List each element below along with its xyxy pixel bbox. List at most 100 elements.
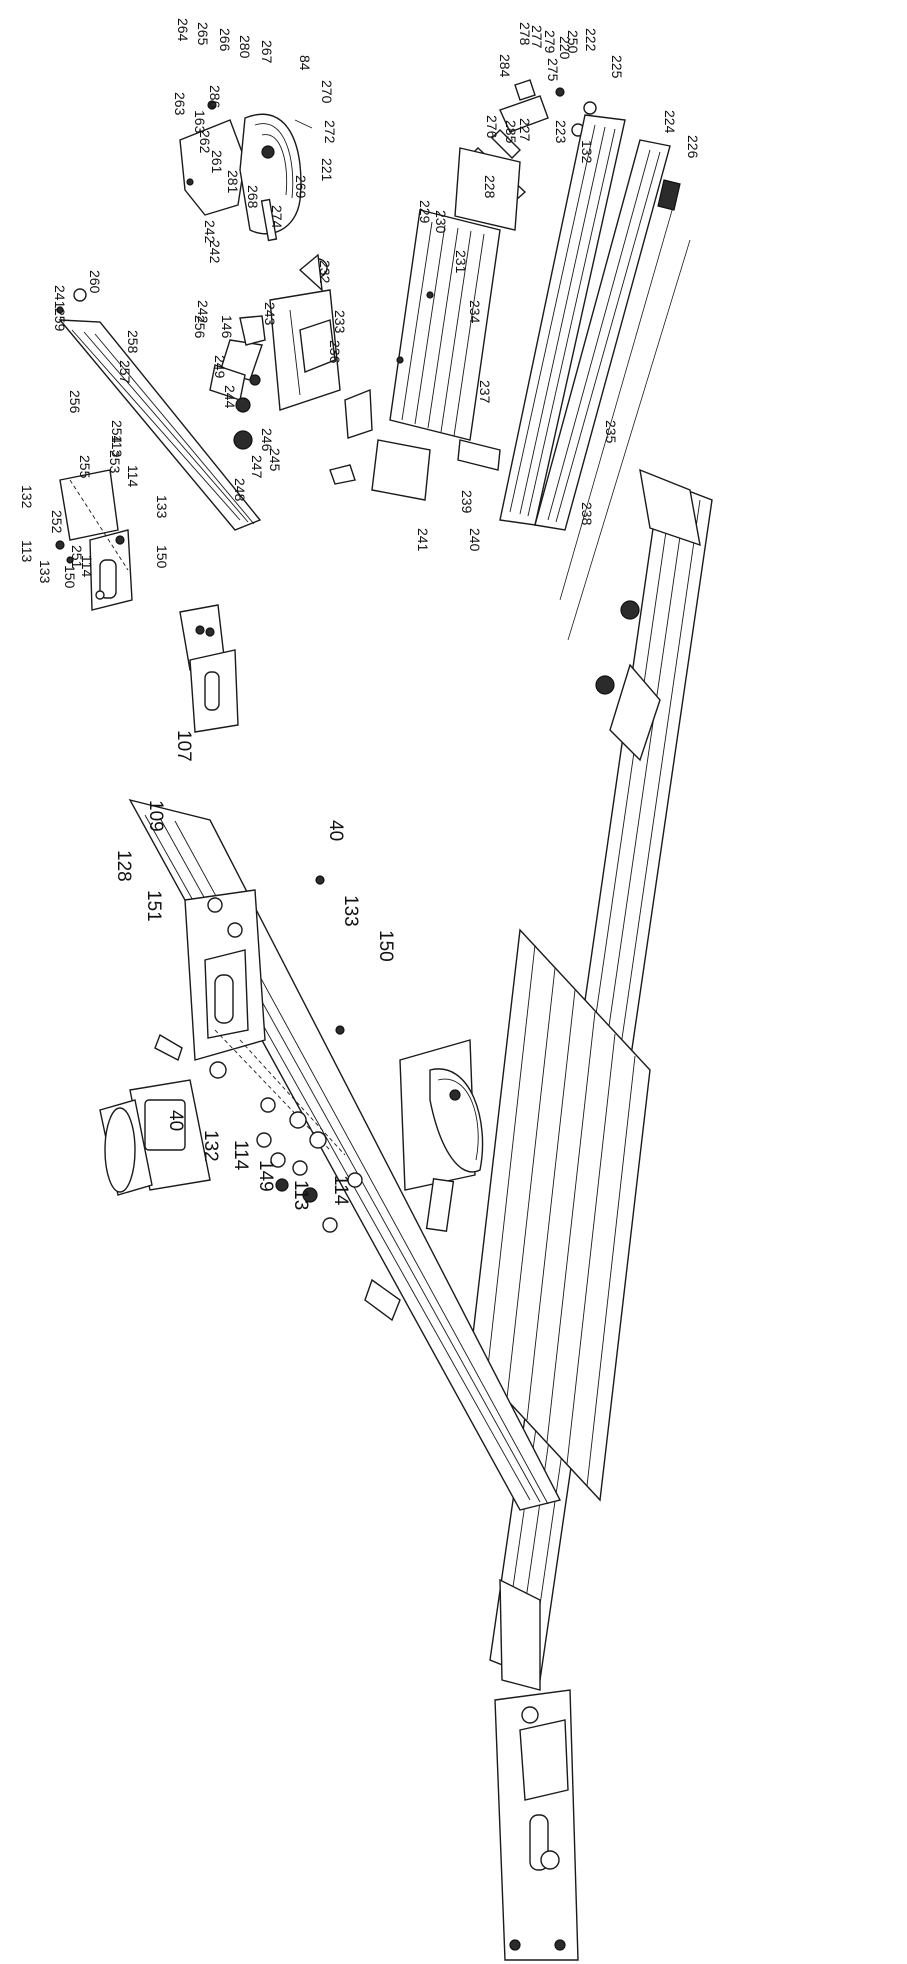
callout-label-11: 261: [209, 150, 225, 174]
callout-label-79: 114: [79, 555, 95, 578]
assembly-callout-label-1: 109: [145, 800, 166, 832]
callout-label-58: 260: [87, 270, 103, 294]
callout-label-53: 235: [603, 420, 619, 444]
callout-label-12: 281: [225, 170, 241, 194]
callout-label-24: 250: [565, 30, 581, 54]
sliding-table-plate: [371, 147, 521, 501]
callout-label-7: 286: [207, 85, 223, 109]
long-fence: [56, 288, 262, 531]
callout-label-48: 249: [212, 355, 228, 379]
assembly-callout-label-10: 149: [255, 1160, 276, 1192]
callout-label-19: 278: [517, 22, 533, 46]
callout-label-18: 275: [545, 58, 561, 82]
miter-gauge-assembled: [399, 1039, 484, 1232]
callout-label-54: 238: [579, 502, 595, 526]
callout-label-15: 269: [293, 175, 309, 199]
mounting-bracket: [154, 889, 346, 1156]
callout-label-68: 255: [77, 455, 93, 479]
callout-label-31: 132: [579, 140, 595, 164]
callout-label-51: 247: [249, 455, 265, 479]
callout-label-3: 280: [237, 35, 253, 59]
callout-label-49: 245: [267, 448, 283, 472]
assembly-callout-label-0: 107: [173, 730, 194, 762]
callout-label-37: 231: [453, 250, 469, 274]
callout-label-52: 248: [232, 478, 248, 502]
callout-label-63: 242: [202, 220, 218, 244]
callout-label-36: 230: [433, 210, 449, 234]
callout-label-0: 264: [175, 18, 191, 42]
motor-block: [99, 1079, 211, 1196]
callout-label-9: 163: [192, 110, 208, 134]
side-bracket: [55, 469, 133, 611]
callout-label-28: 285: [503, 120, 519, 144]
callout-label-76: 251: [69, 545, 85, 569]
callout-label-62: 257: [117, 360, 133, 384]
callout-label-33: 226: [685, 135, 701, 159]
callout-label-70: 114: [125, 465, 141, 488]
callout-label-73: 132: [19, 485, 35, 509]
callout-label-65: 256: [67, 390, 83, 414]
callout-label-60: 259: [52, 308, 68, 332]
callout-label-46: 244: [222, 385, 238, 409]
callout-label-77: 133: [37, 560, 53, 584]
assembled-view: [99, 468, 713, 1961]
exploded-view: [55, 79, 691, 733]
callout-label-55: 239: [459, 490, 475, 514]
callout-label-5: 84: [297, 55, 313, 71]
clamp-bracket: [209, 253, 373, 485]
callout-label-64: 242: [195, 300, 211, 324]
assembly-callout-label-5: 133: [340, 895, 361, 927]
callout-label-45: 243: [262, 302, 278, 326]
assembly-callout-label-11: 113: [290, 1180, 311, 1210]
callout-label-6: 270: [319, 80, 335, 104]
callout-label-75: 113: [19, 540, 35, 563]
end-bracket-small: [179, 604, 239, 733]
callout-label-47: 256: [192, 315, 208, 339]
callout-label-26: 225: [609, 55, 625, 79]
callout-label-78: 150: [62, 565, 78, 589]
callout-label-38: 232: [317, 260, 333, 284]
callout-label-59: 241: [52, 285, 68, 309]
assembly-callout-label-9: 114: [230, 1140, 251, 1171]
callout-label-34: 228: [482, 175, 498, 199]
callout-label-74: 252: [49, 510, 65, 534]
callout-label-69: 113: [109, 435, 125, 458]
assembly-callout-label-3: 151: [143, 890, 164, 922]
assembly-callout-label-7: 40: [165, 1110, 186, 1131]
callout-label-42: 237: [477, 380, 493, 404]
assembly-callout-label-4: 40: [325, 820, 346, 841]
callout-label-43: 242: [207, 240, 223, 264]
callout-label-23: 220: [557, 36, 573, 60]
callout-label-56: 240: [467, 528, 483, 552]
assembly-callout-label-12: 114: [330, 1175, 351, 1206]
callout-label-71: 133: [154, 495, 170, 519]
callout-label-29: 227: [517, 118, 533, 142]
callout-label-67: 253: [107, 450, 123, 474]
callout-label-17: 272: [322, 120, 338, 144]
table-plate: [469, 928, 651, 1502]
callout-label-1: 265: [195, 22, 211, 46]
callout-label-13: 268: [245, 185, 261, 209]
assembly-callout-label-6: 150: [375, 930, 396, 962]
callout-label-39: 233: [332, 310, 348, 334]
callout-label-14: 274: [269, 205, 285, 229]
callout-label-8: 263: [172, 92, 188, 116]
callout-label-16: 221: [319, 158, 335, 182]
hardware-stack: [256, 1097, 401, 1322]
callout-label-22: 284: [497, 54, 513, 78]
callout-label-2: 266: [217, 28, 233, 52]
callout-label-72: 150: [154, 545, 170, 569]
callout-label-44: 146: [219, 315, 235, 339]
callout-label-35: 229: [417, 200, 433, 224]
callout-label-4: 267: [259, 40, 275, 64]
fence-rails: [499, 114, 691, 641]
callout-label-61: 258: [125, 330, 141, 354]
callout-label-66: 254: [109, 420, 125, 444]
callout-label-41: 234: [467, 300, 483, 324]
callout-label-27: 276: [484, 115, 500, 139]
assembly-callout-label-2: 128: [113, 850, 134, 882]
callout-label-40: 236: [327, 340, 343, 364]
